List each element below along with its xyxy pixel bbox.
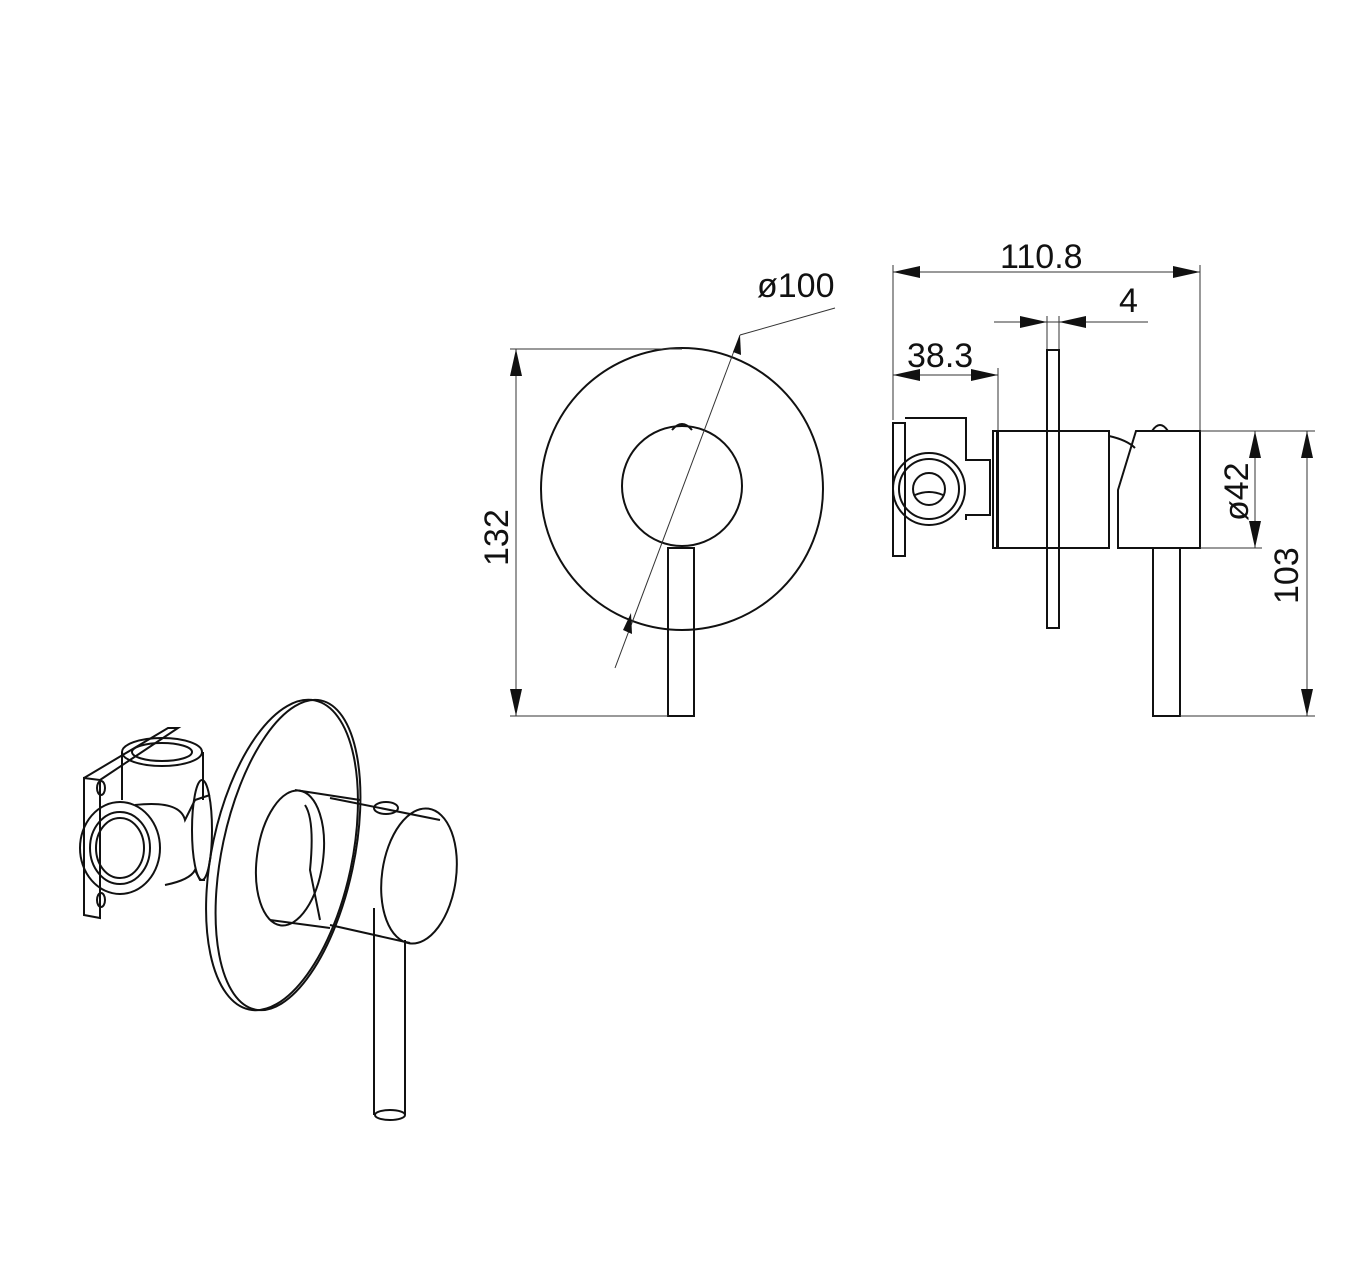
thickness-4-label: 4 [1119,282,1138,320]
lever-side [1152,547,1181,717]
isometric-view [79,698,458,1121]
handle-body [621,425,743,547]
cover-plate [540,347,824,631]
handle-side [1117,430,1201,549]
iso-lever-tip [374,1109,406,1121]
iso-front-port [79,801,161,895]
lever [667,547,695,717]
iso-handle-end [380,807,458,945]
side-view: 110.8 4 38.3 ø42 103 [892,238,1315,717]
front-view: ø100 132 [478,267,836,717]
depth-110-8-label: 110.8 [1000,238,1083,276]
depth-38-3-label: 38.3 [907,337,973,375]
valve-body [997,430,1110,549]
handle-button [671,423,693,431]
diameter-42-label: ø42 [1218,462,1256,521]
inlet-port [892,452,966,526]
cover-plate-side [1046,349,1060,629]
diameter-100-label: ø100 [757,267,835,305]
height-132-label: 132 [478,509,516,566]
height-103-label: 103 [1268,547,1306,604]
iso-top-port [121,737,203,767]
